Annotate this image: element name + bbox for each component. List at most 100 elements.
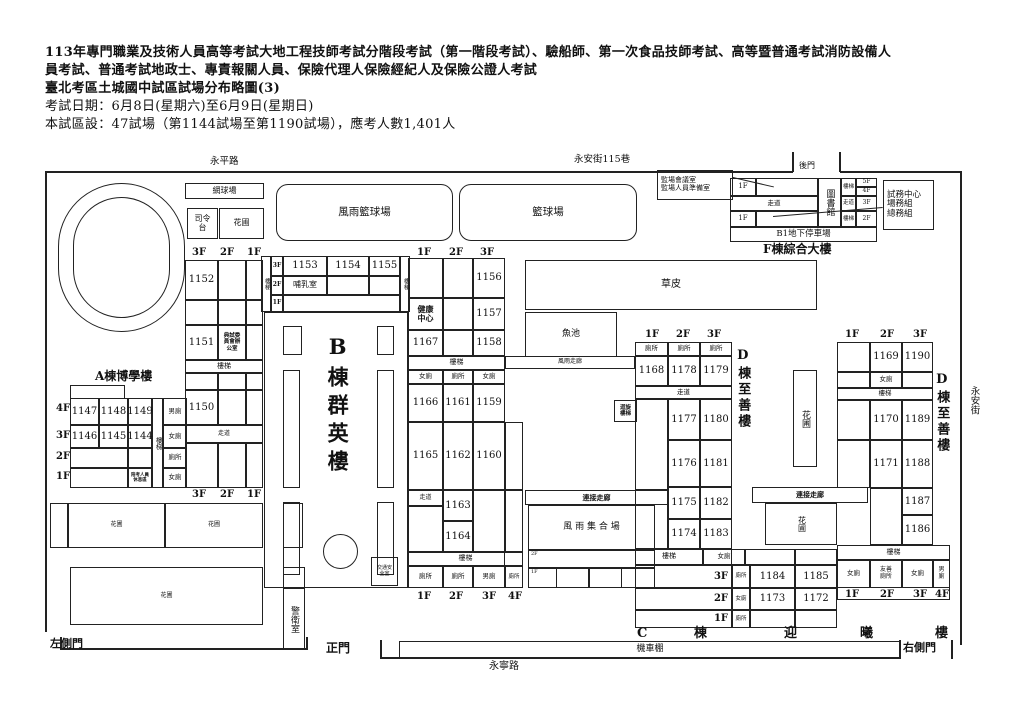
cell	[185, 300, 218, 325]
wc: 廁所	[732, 610, 750, 628]
cell	[750, 610, 795, 628]
cell	[246, 443, 263, 488]
building-f-label: F棟綜合大樓	[763, 242, 832, 256]
f-library: 圖書館	[818, 178, 841, 227]
floor-label: 3F	[271, 256, 283, 276]
gate-stub	[380, 640, 382, 659]
room-1153: 1153	[283, 256, 327, 276]
room-1167: 1167	[408, 330, 443, 356]
covered-basketball-court: 風雨籃球場	[276, 184, 453, 241]
floor-label: 2F	[676, 329, 691, 340]
building-d-label: D棟至善樓	[735, 348, 751, 430]
cell	[70, 468, 128, 488]
stairs: 樓梯	[408, 356, 505, 370]
stairs: 樓梯	[261, 256, 271, 312]
room-1175: 1175	[668, 487, 700, 519]
floor-label: 2F	[880, 329, 895, 340]
cell	[246, 260, 263, 300]
flowerbed-top: 花圃	[219, 208, 264, 239]
building-a-label: A棟博學樓	[95, 369, 153, 383]
room-1147: 1147	[70, 398, 99, 425]
floor-label: 1F	[845, 329, 860, 340]
floor-label: 1F	[56, 471, 71, 482]
cell	[837, 372, 870, 388]
main-gate: 正門	[326, 641, 351, 655]
pillar	[283, 370, 300, 488]
room-1155: 1155	[369, 256, 400, 276]
room-1145: 1145	[99, 425, 128, 448]
room-1161: 1161	[443, 384, 473, 422]
floor-label: 2F	[635, 588, 732, 610]
building-b-outline	[264, 312, 408, 588]
f-stairs: 樓梯	[841, 178, 856, 196]
gate-stub	[60, 637, 62, 650]
wall-left	[45, 171, 47, 632]
floor-label: 3F	[913, 589, 928, 600]
room-1165: 1165	[408, 422, 443, 490]
cell	[185, 373, 218, 390]
f-cell-1f: 1F	[730, 211, 756, 227]
wc-female: 女廁	[473, 370, 505, 384]
nursing-room: 哺乳室	[283, 276, 327, 295]
exam-title-line1: 113年專門職業及技術人員高等考試大地工程技師考試分階段考試（第一階段考試）、驗…	[45, 45, 892, 60]
wc-female: 女廁	[163, 468, 187, 488]
room-1154: 1154	[327, 256, 369, 276]
stairs: 樓梯	[185, 360, 263, 373]
cell	[218, 300, 246, 325]
f-floor-3f: 3F	[856, 196, 877, 211]
back-gate: 後門	[799, 161, 815, 170]
cell	[589, 568, 622, 588]
cell	[837, 400, 870, 440]
cell	[218, 443, 246, 488]
proctor-meeting-room: 監場會議室 監場人員準備室	[657, 170, 733, 200]
cell	[443, 298, 473, 330]
f-cell	[756, 178, 818, 196]
room-1159: 1159	[473, 384, 505, 422]
room-1164: 1164	[443, 521, 473, 552]
wc-female: 女廁	[837, 560, 870, 588]
spiral-stairs: 迴旋 樓梯	[614, 400, 637, 422]
room-1160: 1160	[473, 422, 505, 490]
road-yongan-lane115: 永安街115巷	[574, 154, 631, 165]
wall-bottom-left	[60, 648, 308, 650]
floor-label: 3F	[635, 565, 732, 588]
room-1179: 1179	[700, 356, 732, 386]
running-track-inner	[73, 197, 170, 318]
room-1168: 1168	[635, 356, 668, 386]
room-1156: 1156	[473, 258, 505, 298]
wc: 廁所	[732, 565, 750, 588]
pillar	[377, 370, 394, 488]
fish-pond: 魚池	[525, 312, 617, 357]
floor-label: 2F	[56, 451, 71, 462]
road-yongning: 永寧路	[489, 661, 519, 672]
corridor: 走道	[408, 490, 443, 506]
floor-label: 4F	[508, 591, 523, 602]
cell	[902, 372, 933, 388]
flowerbed: 花圃	[165, 503, 263, 548]
floor-label: 2F	[271, 276, 283, 295]
covered-assembly-area: 風 雨 集 合 場	[528, 505, 655, 550]
chief-examiner-office: 典試委 員會辦 公室	[218, 325, 246, 360]
road-yongan: 永安街	[968, 386, 980, 415]
room-1189: 1189	[902, 400, 933, 440]
cell	[443, 330, 473, 356]
room-1149: 1149	[127, 398, 153, 425]
building-c-label: 曦	[860, 626, 874, 641]
building-c-label: C	[637, 626, 648, 641]
flowerbed-mid: 花圃	[793, 370, 817, 467]
floor-label: 1F	[845, 589, 860, 600]
building-b-label: B棟群英樓	[325, 334, 351, 478]
cell	[246, 373, 263, 390]
floor-label: 1F	[635, 610, 732, 628]
backgate-stub	[839, 152, 841, 172]
room-1190: 1190	[902, 342, 933, 372]
cell	[246, 390, 263, 425]
cell	[128, 448, 152, 468]
room-1150: 1150	[185, 390, 218, 425]
cell	[473, 490, 505, 552]
room-1187: 1187	[902, 488, 933, 515]
f-floor-2f: 2F	[856, 211, 877, 227]
f-cell	[756, 211, 818, 227]
flowerbed: 花圃	[68, 503, 165, 548]
room-1177: 1177	[668, 399, 700, 440]
